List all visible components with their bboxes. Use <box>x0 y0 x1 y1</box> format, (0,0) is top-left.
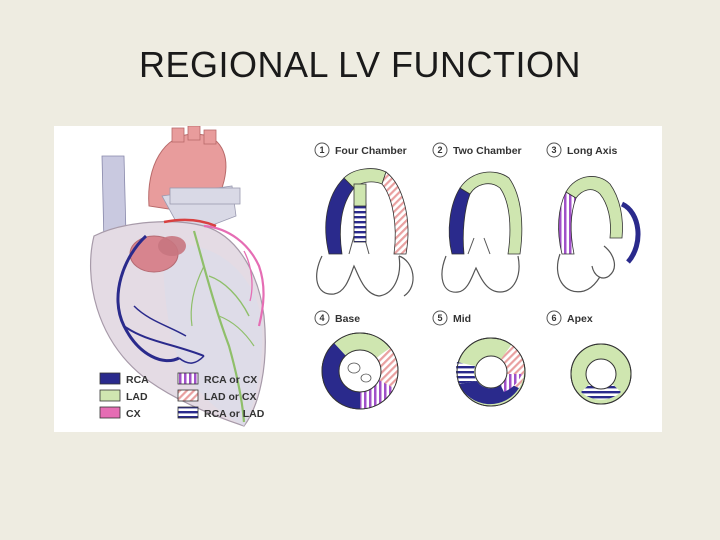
rca-or-lad-swatch-icon <box>177 406 199 419</box>
svg-text:3: 3 <box>551 145 556 155</box>
svg-text:5: 5 <box>437 313 442 323</box>
lv-function-figure: 1 Four Chamber 2 Two Chamber 3 Long Axis <box>54 126 662 432</box>
two-chamber-view <box>441 171 523 293</box>
rca-swatch-icon <box>99 372 121 385</box>
svg-text:Long Axis: Long Axis <box>567 145 618 157</box>
slide-title: REGIONAL LV FUNCTION <box>138 44 582 85</box>
svg-text:CX: CX <box>126 408 141 420</box>
svg-text:1: 1 <box>319 145 324 155</box>
legend-item-rca-or-lad: RCA or LAD <box>177 406 265 420</box>
apex-short-axis-view <box>570 343 632 405</box>
legend-item-rca: RCA <box>99 372 149 386</box>
view-label-base: 4 Base <box>314 310 360 326</box>
svg-text:Apex: Apex <box>567 313 593 325</box>
svg-text:4: 4 <box>319 313 324 323</box>
legend-item-lad-or-cx: LAD or CX <box>177 389 257 403</box>
legend-item-lad: LAD <box>99 389 148 403</box>
base-short-axis-view <box>321 332 399 410</box>
four-chamber-view <box>316 168 414 297</box>
heart-illustration <box>89 126 266 427</box>
legend-item-cx: CX <box>99 406 141 420</box>
svg-text:RCA: RCA <box>126 374 149 386</box>
view-label-long-axis: 3 Long Axis <box>546 142 618 158</box>
svg-text:RCA or CX: RCA or CX <box>204 374 257 386</box>
svg-text:Four Chamber: Four Chamber <box>335 145 407 157</box>
svg-text:RCA or LAD: RCA or LAD <box>204 408 265 420</box>
rca-or-cx-swatch-icon <box>177 372 199 385</box>
long-axis-view <box>556 176 641 293</box>
svg-text:LAD: LAD <box>126 391 148 403</box>
view-label-two-chamber: 2 Two Chamber <box>432 142 522 158</box>
svg-text:2: 2 <box>437 145 442 155</box>
svg-text:LAD or CX: LAD or CX <box>204 391 257 403</box>
coronary-territory-legend: RCA RCA or CX LAD LAD or CX CX RCA or LA… <box>99 372 265 420</box>
view-label-mid: 5 Mid <box>432 310 471 326</box>
svg-text:Base: Base <box>335 313 360 325</box>
svg-text:Mid: Mid <box>453 313 471 325</box>
lad-or-cx-swatch-icon <box>177 389 199 402</box>
view-label-four-chamber: 1 Four Chamber <box>314 142 407 158</box>
view-label-apex: 6 Apex <box>546 310 593 326</box>
svg-text:Two Chamber: Two Chamber <box>453 145 522 157</box>
svg-text:6: 6 <box>551 313 556 323</box>
legend-item-rca-or-cx: RCA or CX <box>177 372 257 386</box>
lad-swatch-icon <box>99 389 121 402</box>
mid-short-axis-view <box>456 337 526 407</box>
cx-swatch-icon <box>99 406 121 419</box>
